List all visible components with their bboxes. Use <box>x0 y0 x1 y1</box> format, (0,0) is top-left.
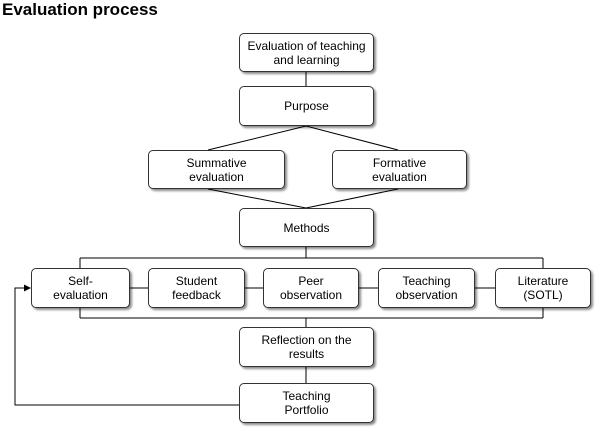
peer-observation-box: Peer observation <box>263 268 359 308</box>
methods-box: Methods <box>239 208 374 247</box>
literature-sotl-label: Literature (SOTL) <box>517 274 569 302</box>
student-feedback-label: Student feedback <box>172 274 221 302</box>
evaluation-of-teaching-box: Evaluation of teaching and learning <box>239 33 374 72</box>
purpose-label: Purpose <box>284 99 329 113</box>
peer-observation-label: Peer observation <box>279 274 343 302</box>
teaching-portfolio-box: Teaching Portfolio <box>239 383 374 423</box>
formative-evaluation-label: Formative evaluation <box>372 155 427 184</box>
reflection-on-results-label: Reflection on the results <box>261 333 352 361</box>
summative-evaluation-box: Summative evaluation <box>148 150 285 189</box>
student-feedback-box: Student feedback <box>148 268 245 308</box>
teaching-portfolio-label: Teaching Portfolio <box>282 389 331 417</box>
reflection-on-results-box: Reflection on the results <box>239 327 374 367</box>
teaching-observation-box: Teaching observation <box>378 268 475 308</box>
methods-label: Methods <box>283 220 330 235</box>
literature-sotl-box: Literature (SOTL) <box>495 268 591 308</box>
purpose-box: Purpose <box>239 86 374 126</box>
page-title: Evaluation process <box>2 0 158 19</box>
evaluation-of-teaching-label: Evaluation of teaching and learning <box>247 38 366 67</box>
self-evaluation-box: Self- evaluation <box>31 268 130 308</box>
self-evaluation-label: Self- evaluation <box>53 274 108 302</box>
summative-evaluation-label: Summative evaluation <box>186 155 247 184</box>
formative-evaluation-box: Formative evaluation <box>332 150 467 189</box>
teaching-observation-label: Teaching observation <box>395 274 458 302</box>
